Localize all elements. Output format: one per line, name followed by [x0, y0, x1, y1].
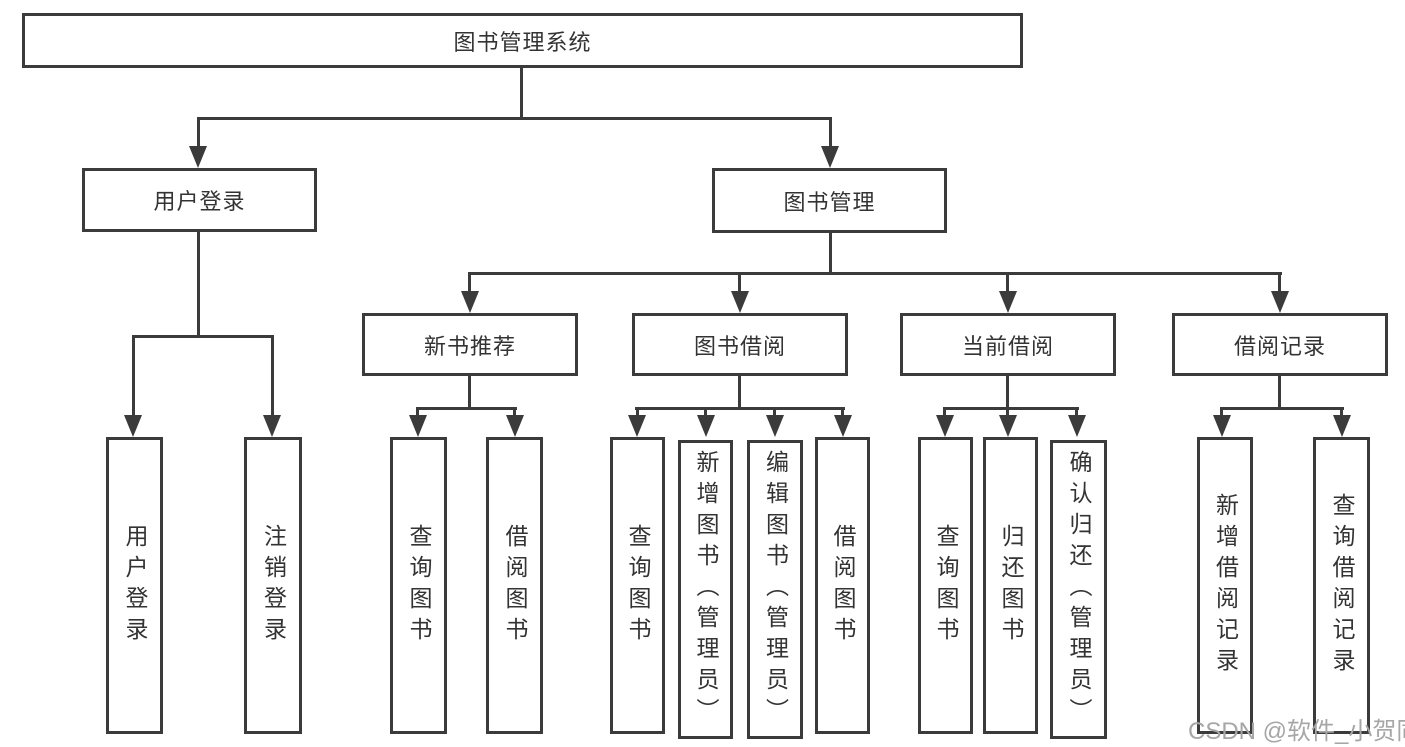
connector-line [513, 407, 516, 415]
node-book-management: 图书管理 [712, 168, 947, 233]
leaf-label: 查询图书 [625, 523, 651, 648]
connector-line [704, 407, 707, 415]
connector-line [416, 407, 517, 410]
node-label: 图书借阅 [693, 333, 786, 359]
connector-line [773, 407, 776, 415]
connector-line [738, 272, 741, 291]
leaf-user-login: 用户登录 [106, 437, 163, 734]
connector-line [197, 232, 200, 336]
leaf-query-book-3: 查询图书 [918, 437, 973, 734]
connector-line [520, 68, 523, 118]
connector-line [468, 272, 471, 291]
connector-line [468, 272, 1282, 275]
connector-line [1006, 272, 1009, 291]
connector-line [738, 376, 741, 408]
node-new-book-recommendation: 新书推荐 [362, 313, 578, 376]
leaf-label: 用户登录 [122, 523, 148, 648]
arrow-down-icon [821, 146, 839, 168]
leaf-edit-book-admin: 编辑图书（管理员） [747, 440, 803, 739]
node-label: 当前借阅 [961, 333, 1054, 359]
connector-line [271, 335, 274, 415]
arrow-down-icon [263, 415, 281, 437]
leaf-query-book-1: 查询图书 [390, 437, 447, 734]
arrow-down-icon [1271, 291, 1289, 313]
node-label: 图书管理 [783, 189, 876, 215]
connector-line [1278, 376, 1281, 408]
node-borrowing-records: 借阅记录 [1172, 313, 1388, 376]
connector-line [943, 407, 1079, 410]
connector-line [132, 335, 274, 338]
arrow-down-icon [506, 415, 524, 437]
connector-line [943, 407, 946, 415]
node-label: 用户登录 [153, 189, 246, 214]
leaf-label: 新增图书（管理员） [693, 450, 719, 729]
connector-line [1278, 272, 1281, 291]
leaf-borrow-book-2: 借阅图书 [815, 437, 870, 734]
arrow-down-icon [999, 291, 1017, 313]
leaf-return-book: 归还图书 [983, 437, 1038, 734]
connector-line [197, 117, 832, 120]
leaf-confirm-return-admin: 确认归还（管理员） [1050, 440, 1107, 739]
leaf-label: 查询借阅记录 [1329, 492, 1355, 679]
connector-line [1340, 407, 1343, 415]
arrow-down-icon [1068, 415, 1086, 437]
leaf-add-borrow-record: 新增借阅记录 [1197, 437, 1253, 734]
leaf-query-borrow-record: 查询借阅记录 [1313, 437, 1370, 734]
node-user-login: 用户登录 [82, 168, 317, 232]
arrow-down-icon [936, 415, 954, 437]
leaf-label: 借阅图书 [830, 523, 856, 648]
arrow-down-icon [766, 415, 784, 437]
node-label: 借阅记录 [1233, 333, 1326, 359]
arrow-down-icon [834, 415, 852, 437]
connector-line [468, 376, 471, 408]
node-label: 图书管理系统 [453, 29, 592, 55]
node-library-management-system: 图书管理系统 [22, 13, 1023, 68]
arrow-down-icon [124, 415, 142, 437]
leaf-add-book-admin: 新增图书（管理员） [678, 440, 733, 739]
connector-line [841, 407, 844, 415]
connector-line [636, 407, 639, 415]
csdn-watermark: CSDN @软件_小贺同学 [1188, 718, 1405, 745]
leaf-label: 编辑图书（管理员） [762, 450, 789, 729]
node-current-borrowing: 当前借阅 [900, 313, 1116, 376]
leaf-label: 借阅图书 [502, 523, 528, 648]
arrow-down-icon [1213, 415, 1231, 437]
connector-line [197, 117, 200, 146]
arrow-down-icon [1333, 415, 1351, 437]
connector-line [635, 407, 845, 410]
leaf-label: 查询图书 [406, 523, 432, 648]
connector-line [1220, 407, 1344, 410]
leaf-label: 查询图书 [933, 523, 959, 648]
connector-line [829, 233, 832, 273]
leaf-label: 注销登录 [260, 523, 287, 648]
connector-line [416, 407, 419, 415]
connector-line [132, 335, 135, 415]
arrow-down-icon [697, 415, 715, 437]
leaf-label: 归还图书 [998, 523, 1024, 648]
node-label: 新书推荐 [423, 333, 516, 359]
arrow-down-icon [409, 415, 427, 437]
connector-line [829, 117, 832, 146]
leaf-query-book-2: 查询图书 [610, 437, 665, 734]
leaf-label: 确认归还（管理员） [1066, 450, 1092, 729]
arrow-down-icon [999, 415, 1017, 437]
arrow-down-icon [461, 291, 479, 313]
connector-line [1220, 407, 1223, 415]
connector-line [1006, 407, 1009, 415]
connector-line [1075, 407, 1078, 415]
leaf-borrow-book-1: 借阅图书 [486, 437, 543, 734]
node-book-borrowing: 图书借阅 [632, 313, 848, 376]
arrow-down-icon [189, 146, 207, 168]
connector-line [1006, 376, 1009, 408]
arrow-down-icon [628, 415, 646, 437]
leaf-logout: 注销登录 [244, 437, 302, 734]
arrow-down-icon [731, 291, 749, 313]
leaf-label: 新增借阅记录 [1212, 492, 1239, 679]
